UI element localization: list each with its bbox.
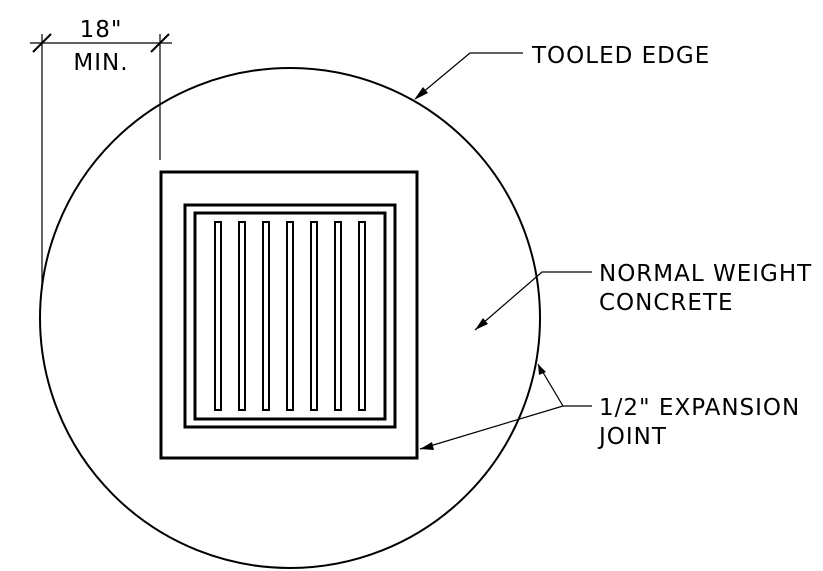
grate-slot (334, 221, 342, 411)
dimension-qualifier: MIN. (73, 50, 128, 76)
arrowhead-concrete (475, 318, 488, 330)
dimension-18-min: 18" MIN. (30, 17, 172, 290)
dimension-tick-right (150, 33, 170, 53)
arrowhead-expansion-joint-square (420, 442, 434, 450)
grate-slot (214, 221, 222, 411)
grate-frame-inner (193, 211, 387, 421)
label-concrete-line2: CONCRETE (599, 290, 734, 316)
leader-expansion-joint-square (419, 405, 564, 450)
dimension-value: 18" (80, 17, 123, 43)
callout-normal-weight-concrete: NORMAL WEIGHT CONCRETE (474, 261, 812, 331)
grate-slot (238, 221, 246, 411)
dimension-tick-left (32, 33, 52, 53)
grate-slot (358, 221, 366, 411)
grate-slot (310, 221, 318, 411)
leader-tooled-edge (415, 52, 523, 99)
label-expansion-joint-line2: JOINT (597, 424, 667, 450)
label-tooled-edge: TOOLED EDGE (531, 43, 710, 69)
grate-slot (262, 221, 270, 411)
arrowhead-expansion-joint-circle (538, 364, 546, 375)
label-concrete-line1: NORMAL WEIGHT (599, 261, 812, 287)
callout-expansion-joint: 1/2" EXPANSION JOINT (419, 363, 800, 450)
grate-frame-outer (183, 203, 397, 429)
arrowhead-tooled-edge (414, 87, 428, 100)
label-expansion-joint-line1: 1/2" EXPANSION (599, 395, 800, 421)
concrete-pad-circle (39, 67, 541, 569)
outer-frame-square (159, 170, 419, 460)
grate-slots (214, 221, 366, 411)
callout-tooled-edge: TOOLED EDGE (414, 43, 710, 100)
grate-slot (286, 221, 294, 411)
leader-concrete (474, 271, 592, 331)
leader-expansion-joint-circle (537, 363, 592, 407)
